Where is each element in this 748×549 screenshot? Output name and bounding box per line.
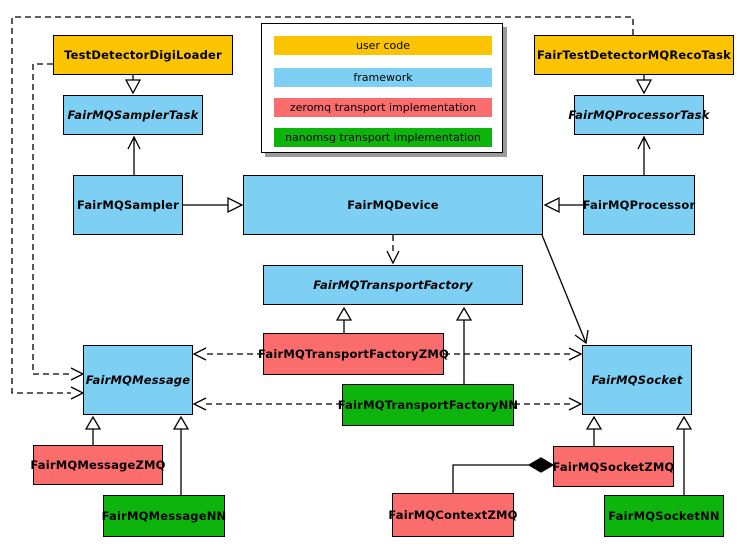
edge-processor-device xyxy=(543,196,583,214)
edge-messagenn-message xyxy=(172,415,190,495)
class-box-fairmqsampler: FairMQSampler xyxy=(73,175,183,235)
class-box-fairmqmessagenn: FairMQMessageNN xyxy=(101,495,227,537)
class-label: FairTestDetectorMQRecoTask xyxy=(537,48,731,62)
legend-swatch-zeromq: zeromq transport implementation xyxy=(274,98,492,117)
class-label: FairMQSampler xyxy=(76,198,180,212)
class-label: FairMQMessageZMQ xyxy=(30,458,166,472)
class-box-fairmqprocessor: FairMQProcessor xyxy=(583,175,695,235)
legend-label: user code xyxy=(355,39,411,52)
edge-socketnn-socket xyxy=(675,415,693,495)
class-label: FairMQContextZMQ xyxy=(388,508,518,522)
edge-processor-processortask xyxy=(637,135,651,175)
class-box-fairmqcontextzmq: FairMQContextZMQ xyxy=(388,493,517,537)
edge-factoryzmq-factory xyxy=(335,306,353,333)
legend: user code framework zeromq transport imp… xyxy=(261,23,503,153)
class-label: FairMQMessageNN xyxy=(101,509,227,523)
edge-device-socket xyxy=(541,234,589,345)
class-label: TestDetectorDigiLoader xyxy=(64,48,222,62)
edge-factoryzmq-message xyxy=(192,347,263,361)
class-label: FairMQTransportFactoryZMQ xyxy=(258,347,450,361)
class-box-fairmqsamplertask: FairMQSamplerTask xyxy=(63,95,203,135)
edge-socketzmq-socket xyxy=(585,415,603,446)
legend-label: framework xyxy=(353,71,413,84)
class-box-fairmqtransportfactorynn: FairMQTransportFactoryNN xyxy=(338,384,518,426)
legend-label: zeromq transport implementation xyxy=(289,101,477,114)
class-box-fairmqdevice: FairMQDevice xyxy=(243,175,543,235)
class-box-testdetectordigiloader: TestDetectorDigiLoader xyxy=(53,35,233,75)
edge-recotask-processortask xyxy=(635,75,653,95)
legend-swatch-framework: framework xyxy=(274,68,492,87)
legend-swatch-nanomsg: nanomsg transport implementation xyxy=(274,128,492,147)
edge-contextzmq-socketzmq xyxy=(452,457,555,493)
class-box-fairmqsocketzmq: FairMQSocketZMQ xyxy=(553,446,674,487)
class-label: FairMQTransportFactoryNN xyxy=(337,398,519,412)
class-box-fairmqmessagezmq: FairMQMessageZMQ xyxy=(30,445,166,485)
class-label: FairMQProcessor xyxy=(582,198,696,212)
class-box-fairmqprocessortask: FairMQProcessorTask xyxy=(568,95,709,135)
edge-factorynn-factory xyxy=(455,306,473,384)
edge-sampler-device xyxy=(183,196,244,214)
class-box-fairmqsocketnn: FairMQSocketNN xyxy=(604,495,724,537)
class-label: FairMQSocketZMQ xyxy=(552,459,675,474)
class-box-fairmqtransportfactoryzmq: FairMQTransportFactoryZMQ xyxy=(258,333,449,375)
legend-label: nanomsg transport implementation xyxy=(285,131,481,144)
edge-factorynn-message xyxy=(192,397,342,411)
edge-sampler-samplertask xyxy=(127,135,141,175)
class-label: FairMQProcessorTask xyxy=(568,108,710,122)
class-label: FairMQSocketNN xyxy=(608,509,720,523)
class-label: FairMQSamplerTask xyxy=(67,108,199,122)
class-box-fairmqtransportfactory: FairMQTransportFactory xyxy=(263,265,523,305)
class-label: FairMQMessage xyxy=(85,373,191,387)
edge-device-factory xyxy=(386,235,400,265)
legend-swatch-user-code: user code xyxy=(274,36,492,55)
edge-factoryzmq-socket xyxy=(444,347,583,361)
edge-messagezmq-message xyxy=(84,415,102,445)
edge-digiloader-samplertask xyxy=(124,75,142,95)
class-label: FairMQTransportFactory xyxy=(313,278,473,292)
class-box-fairtestdetectormqrecotask: FairTestDetectorMQRecoTask xyxy=(534,35,734,75)
class-label: FairMQSocket xyxy=(591,373,683,387)
class-box-fairmqmessage: FairMQMessage xyxy=(83,345,193,415)
edge-factorynn-socket xyxy=(514,397,583,411)
class-label: FairMQDevice xyxy=(347,198,439,212)
class-box-fairmqsocket: FairMQSocket xyxy=(582,345,692,415)
